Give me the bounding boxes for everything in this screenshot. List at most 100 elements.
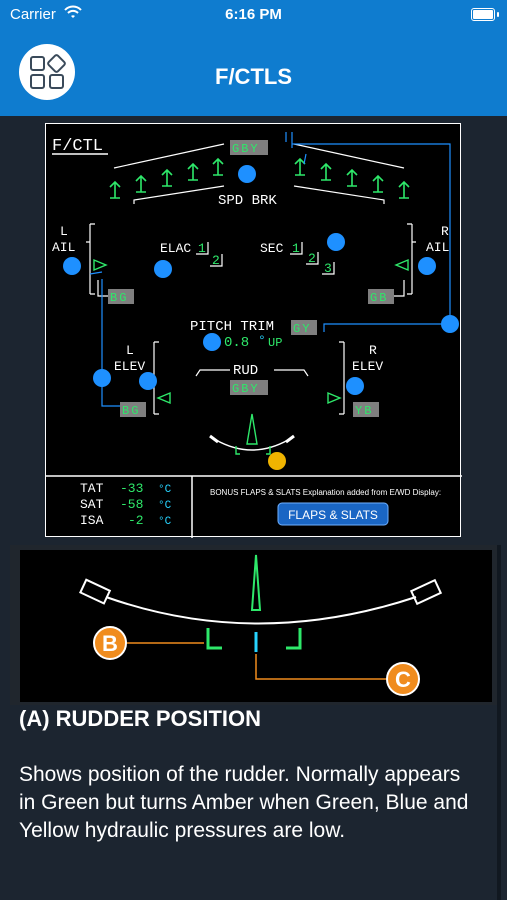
rudder-zoom-panel: B C — [10, 545, 497, 705]
hotspot-l-elev[interactable] — [93, 369, 111, 387]
hotspot-elac[interactable] — [154, 260, 172, 278]
r-elev-side-label: R — [369, 343, 377, 358]
l-ail-side-label: L — [60, 224, 68, 239]
bonus-text: BONUS FLAPS & SLATS Explanation added fr… — [210, 488, 441, 497]
scroll-indicator[interactable] — [497, 545, 501, 900]
hotspot-spd-brk[interactable] — [238, 165, 256, 183]
isa-unit: °C — [158, 516, 172, 528]
l-elev-label: ELEV — [114, 359, 145, 374]
spd-brk-right-top-line — [293, 143, 405, 169]
sec-3: 3 — [324, 261, 332, 276]
sec-1: 1 — [292, 241, 300, 256]
ecam-page-title: F/CTL — [52, 137, 103, 156]
menu-button[interactable] — [19, 44, 75, 100]
r-ail-scale — [407, 223, 416, 295]
marker-c-label: C — [395, 667, 411, 692]
rud-label: RUD — [233, 363, 258, 379]
isa-value: -2 — [128, 513, 144, 528]
hotspot-pitch-trim-link[interactable] — [441, 315, 459, 333]
sat-value: -58 — [120, 497, 143, 512]
marker-c: C — [386, 662, 420, 696]
l-ail-scale — [86, 223, 95, 295]
status-bar: Carrier 6:16 PM — [0, 0, 507, 30]
hotspot-r-ail[interactable] — [418, 257, 436, 275]
r-elev-label: ELEV — [352, 359, 383, 374]
r-ail-index — [394, 258, 409, 272]
l-elev-side-label: L — [126, 343, 134, 358]
rudder-limit-left — [79, 578, 112, 605]
l-ail-label: AIL — [52, 240, 75, 255]
rudder-travel-limit-left — [206, 628, 222, 650]
section-title: (A) RUDDER POSITION — [19, 706, 261, 731]
hotspot-l-ail[interactable] — [63, 257, 81, 275]
battery-icon — [471, 8, 495, 21]
grid-apps-icon — [30, 54, 66, 89]
hotspot-rudder[interactable] — [268, 452, 286, 470]
l-elev-index — [156, 391, 171, 405]
flaps-slats-button[interactable]: FLAPS & SLATS — [277, 502, 389, 526]
r-ail-hyd-box — [368, 289, 394, 304]
spd-brk-left-arrows — [109, 157, 224, 199]
spd-brk-label: SPD BRK — [218, 193, 277, 209]
hotspot-sec[interactable] — [327, 233, 345, 251]
r-ail-hyd-line — [394, 280, 405, 297]
rudder-zoom-image: B C — [20, 550, 492, 702]
hotspot-links — [89, 132, 451, 407]
clock: 6:16 PM — [225, 6, 282, 23]
spd-brk-left-top-line — [113, 143, 225, 169]
pitch-trim-unit: ° — [258, 333, 266, 348]
hotspot-pitch-trim[interactable] — [203, 333, 221, 351]
flaps-slats-button-label: FLAPS & SLATS — [288, 508, 378, 522]
rudder-travel-limit-right — [286, 628, 302, 650]
l-ail-hyd-line — [97, 280, 110, 297]
sec-label: SEC — [260, 241, 284, 256]
l-elev-hyd: BG — [122, 404, 140, 418]
rud-brackets — [195, 369, 309, 377]
elac-1: 1 — [198, 241, 206, 256]
tat-label: TAT — [80, 481, 104, 496]
elac-2: 2 — [212, 253, 220, 268]
sec-2: 2 — [308, 251, 316, 266]
rud-hyd-box — [230, 380, 268, 395]
rudder-position-icon — [246, 413, 258, 445]
rud-arc — [215, 439, 289, 451]
rudder-limit-right — [409, 578, 443, 606]
section-body: Shows position of the rudder. Normally a… — [19, 763, 469, 842]
rudder-scale-arc — [105, 596, 417, 625]
hotspot-l-elev-index[interactable] — [139, 372, 157, 390]
sat-label: SAT — [80, 497, 104, 512]
r-elev-hyd: YB — [355, 404, 373, 418]
sat-unit: °C — [158, 500, 172, 512]
pitch-trim-hyd: GY — [293, 322, 311, 336]
nav-bar: F/CTLS — [0, 30, 507, 116]
page-title: F/CTLS — [215, 64, 292, 89]
tat-value: -33 — [120, 481, 143, 496]
l-ail-hyd-box — [108, 289, 134, 304]
r-ail-side-label: R — [441, 224, 449, 239]
isa-label: ISA — [80, 513, 104, 528]
l-ail-hyd: BG — [110, 291, 128, 305]
rudder-position-icon — [250, 554, 262, 611]
pitch-trim-value: 0.8 — [224, 335, 249, 351]
rud-hyd: GBY — [232, 382, 260, 396]
l-elev-hyd-box — [120, 402, 146, 417]
marker-b-label: B — [102, 631, 118, 656]
tat-unit: °C — [158, 484, 172, 496]
hotspot-r-elev[interactable] — [346, 377, 364, 395]
r-elev-scale — [339, 341, 345, 415]
pitch-trim-dir: UP — [268, 336, 282, 350]
rud-arc-ends — [209, 434, 295, 444]
pitch-trim-hyd-box — [291, 320, 317, 335]
battery-tip — [497, 12, 499, 17]
elac-label: ELAC — [160, 241, 191, 256]
r-elev-index — [327, 391, 342, 405]
spd-brk-hyd: GBY — [232, 142, 260, 156]
r-elev-hyd-box — [353, 402, 379, 417]
rud-travel-limits — [235, 446, 271, 455]
spd-brk-right-arrows — [294, 157, 410, 199]
spd-brk-hyd-box — [230, 140, 268, 155]
marker-c-line — [255, 654, 386, 680]
marker-b: B — [93, 626, 127, 660]
pitch-trim-label: PITCH TRIM — [190, 319, 274, 335]
spd-brk-right-bottom-line — [293, 185, 385, 204]
